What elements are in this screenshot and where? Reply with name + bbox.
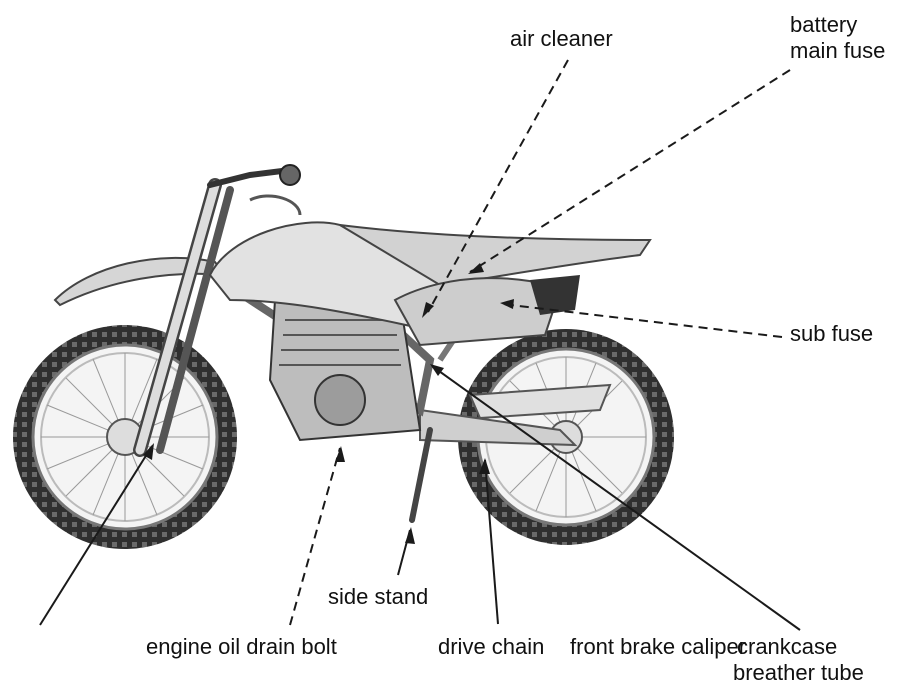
air-cleaner-arrowhead (422, 302, 434, 318)
crankcase-label: crankcase (737, 634, 838, 659)
main-fuse-label: main fuse (790, 38, 886, 63)
side-stand-label: side stand (328, 584, 429, 609)
crankcase-leader (431, 365, 801, 631)
front-brake-caliper-label: front brake caliper (570, 634, 747, 659)
sub-fuse-label: sub fuse (790, 321, 874, 346)
front-brake-leader (39, 445, 153, 626)
battery-leader (469, 69, 791, 273)
arrowheads (143, 263, 514, 544)
sub-fuse-leader (501, 303, 783, 338)
air-cleaner-label: air cleaner (510, 26, 613, 51)
air-cleaner-leader (427, 59, 569, 313)
engine-oil-drain-bolt-label: engine oil drain bolt (146, 634, 337, 659)
handlebar (207, 164, 302, 216)
breather-tube-label: breather tube (733, 660, 864, 685)
leader-lines (39, 59, 801, 631)
front-fork (133, 178, 234, 457)
side-stand-arrowhead (405, 527, 415, 544)
drive-chain-arrowhead (479, 458, 490, 474)
front-brake-arrowhead (143, 443, 154, 460)
engine-oil-leader (289, 447, 341, 626)
engine (268, 299, 422, 442)
battery-arrowhead (468, 263, 484, 274)
battery-label: battery (790, 12, 858, 37)
sub-fuse-arrowhead (500, 299, 514, 309)
engine-oil-arrowhead (335, 446, 345, 462)
drive-chain-leader (484, 459, 499, 625)
drive-chain-label: drive chain (438, 634, 545, 659)
crankcase-arrowhead (430, 364, 444, 376)
front-wheel (13, 325, 237, 549)
side-stand-shape (409, 427, 433, 523)
bodywork (208, 221, 652, 347)
